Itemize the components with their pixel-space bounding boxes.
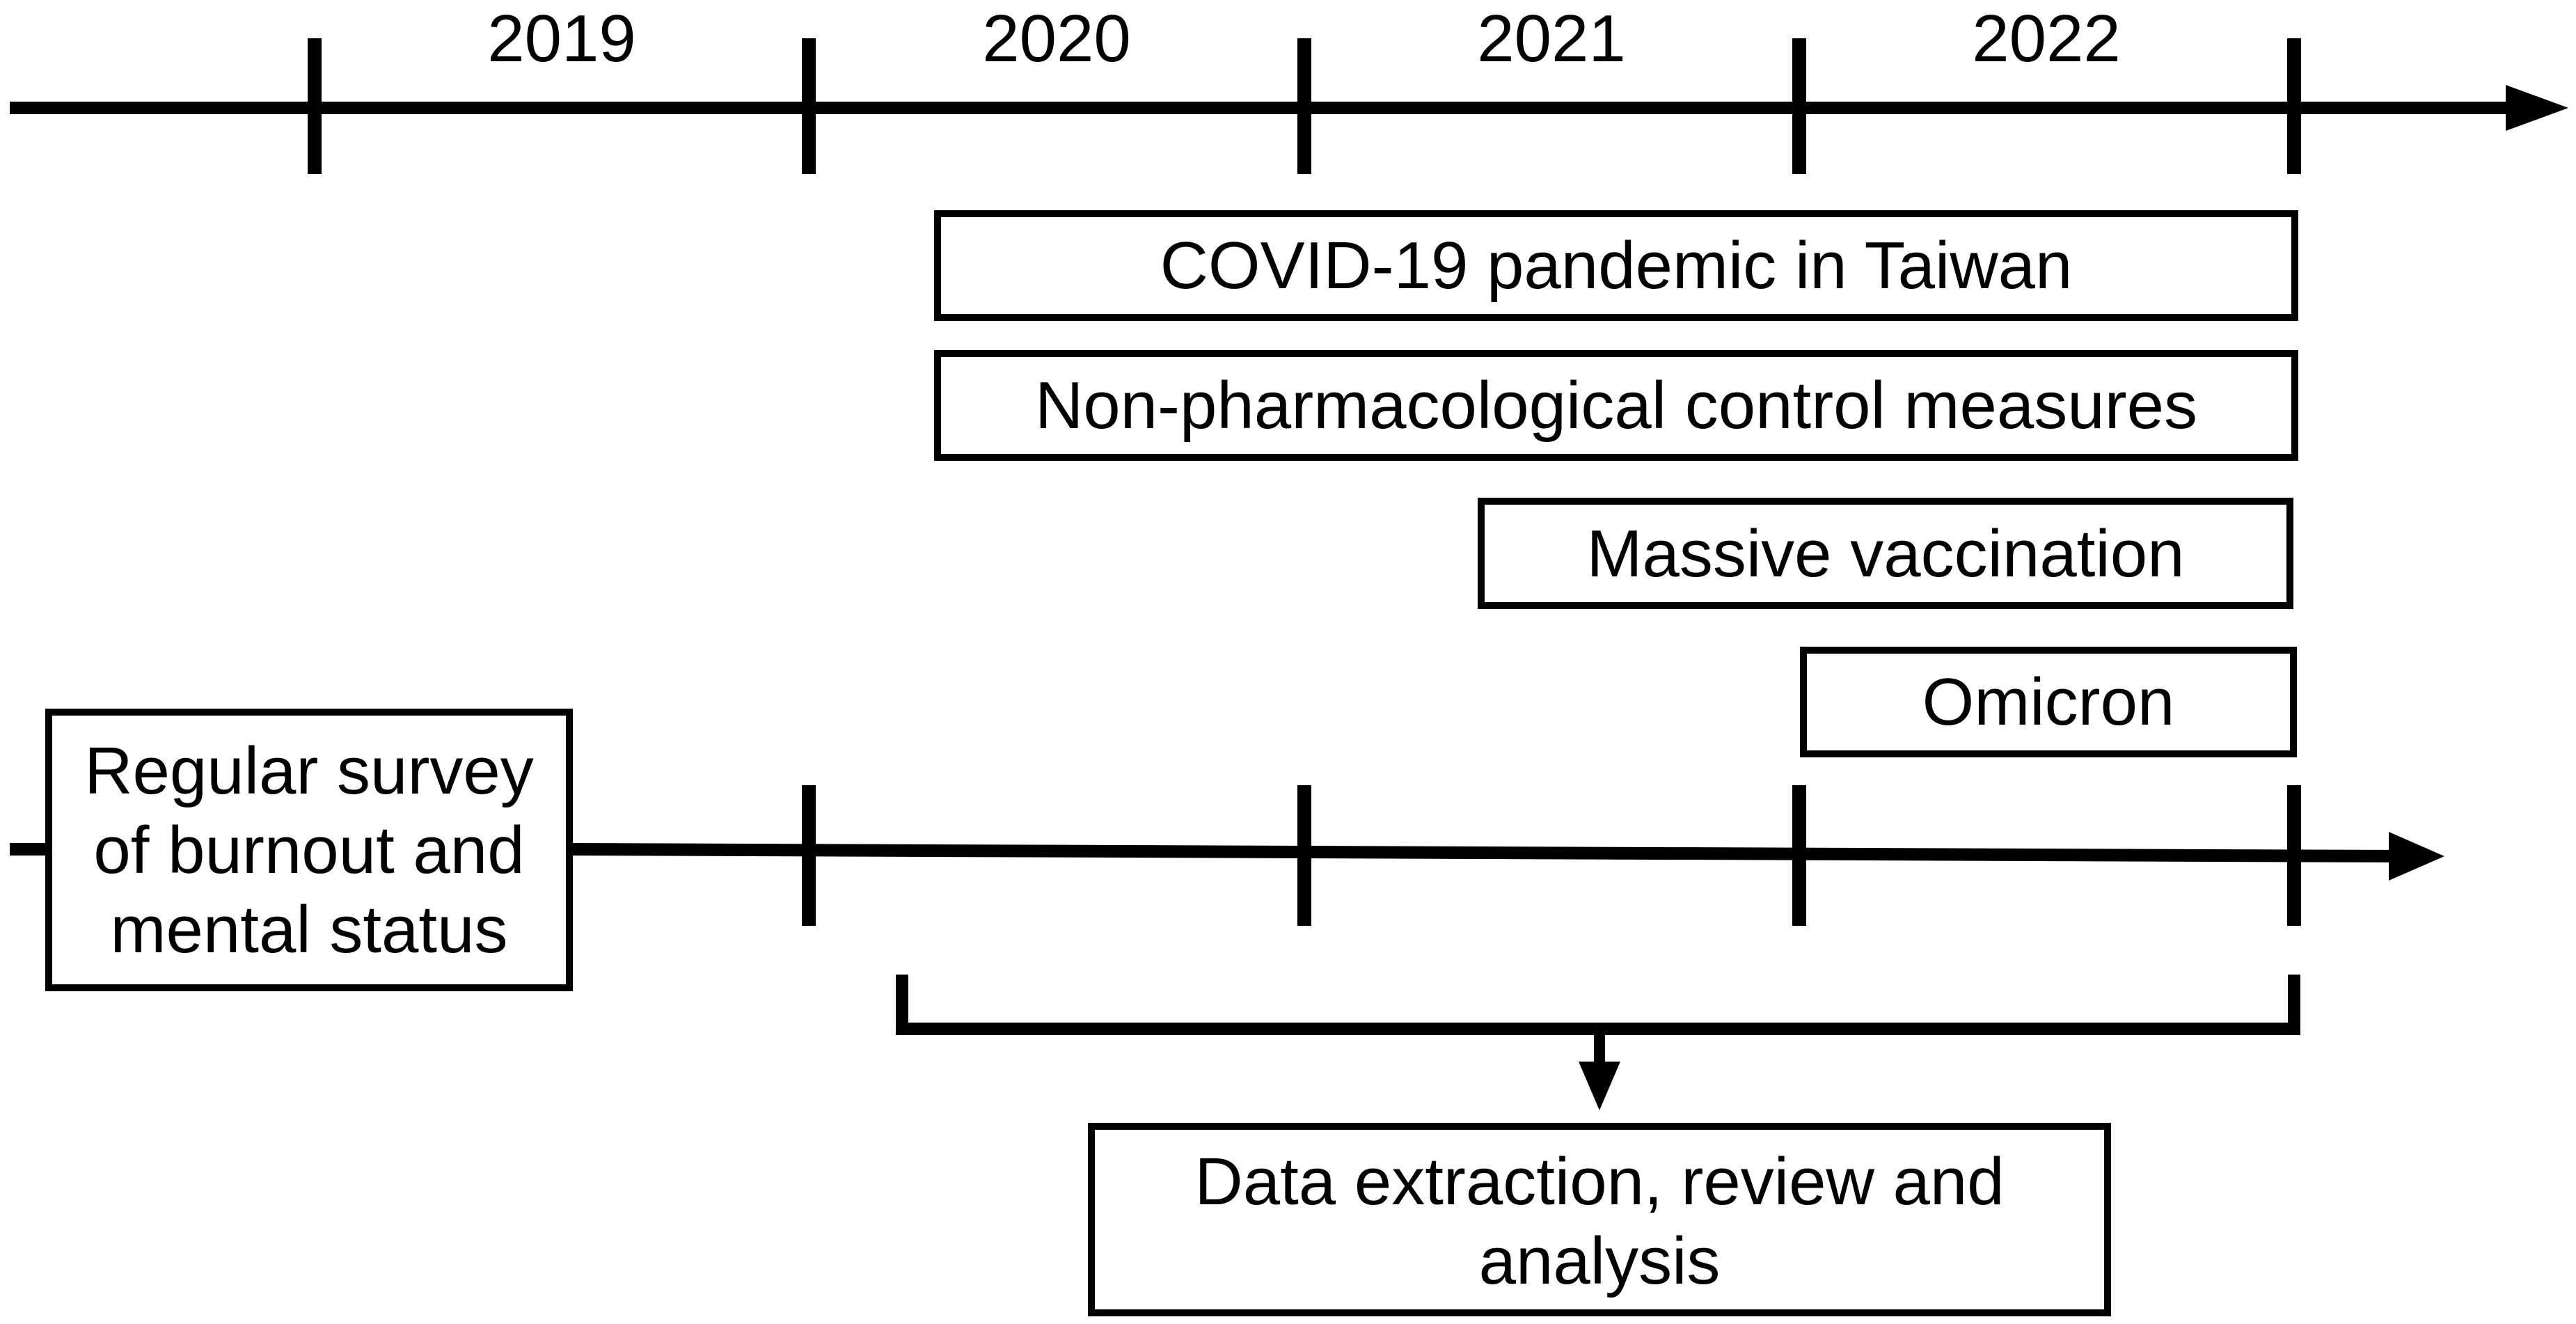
event-npi-label: Non-pharmacological control measures	[1035, 368, 2197, 443]
event-npi-box	[934, 350, 2298, 461]
survey-label-line-3: mental status	[111, 892, 508, 967]
year-label-2020: 2020	[982, 1, 1131, 76]
event-covid-box	[934, 210, 2298, 321]
event-omicron-label: Omicron	[1922, 665, 2175, 739]
survey-box	[45, 709, 573, 991]
event-covid-label: COVID-19 pandemic in Taiwan	[1160, 228, 2073, 303]
event-vaccination-label: Massive vaccination	[1586, 517, 2184, 591]
event-npi: Non-pharmacological control measures	[934, 350, 2298, 461]
top-timeline-arrowhead	[2506, 85, 2568, 131]
bottom-timeline	[10, 785, 2444, 926]
connector-arrowhead	[1579, 1062, 1620, 1110]
bottom-timeline-arrowhead	[2389, 832, 2444, 881]
year-label-2019: 2019	[487, 1, 636, 76]
event-vaccination-box	[1478, 498, 2293, 609]
top-timeline: 2019 2020 2021 2022	[10, 1, 2568, 174]
bottom-timeline-axis	[569, 843, 2402, 862]
survey-label-line-1: Regular survey	[84, 734, 534, 808]
analysis-label-line-1: Data extraction, review and	[1194, 1144, 2004, 1219]
analysis-label-line-2: analysis	[1479, 1224, 1721, 1298]
year-label-2022: 2022	[1972, 1, 2121, 76]
survey-label-line-2: of burnout and	[93, 813, 524, 888]
event-vaccination: Massive vaccination	[1478, 498, 2293, 609]
period-bracket	[896, 975, 2300, 1110]
year-label-2021: 2021	[1477, 1, 1626, 76]
period-bracket-line	[896, 975, 2300, 1035]
event-covid: COVID-19 pandemic in Taiwan	[934, 210, 2298, 321]
event-omicron: Omicron	[1800, 647, 2297, 757]
survey: Regular survey of burnout and mental sta…	[45, 709, 573, 991]
analysis-box	[1088, 1123, 2111, 1316]
event-omicron-box	[1800, 647, 2297, 757]
analysis: Data extraction, review and analysis	[1088, 1123, 2111, 1316]
